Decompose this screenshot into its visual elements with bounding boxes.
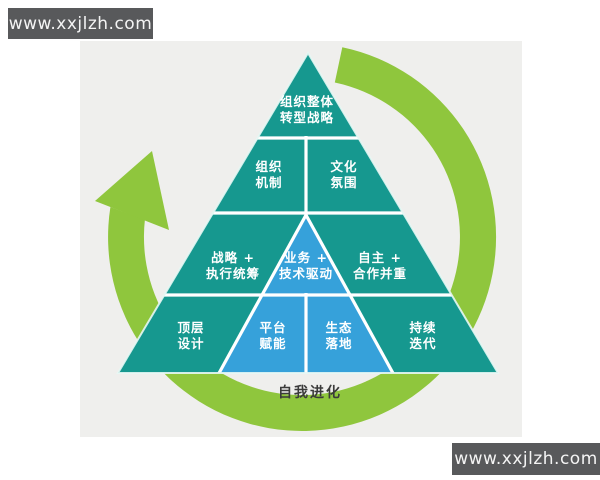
watermark-top-left: www.xxjlzh.com [8,8,153,39]
tier4-cell2-line2: 赋能 [259,336,287,351]
cycle-caption: 自我进化 [278,385,342,401]
tier3-right-line1: 自主 + [358,250,402,265]
tier2-left-line2: 机制 [255,175,283,190]
tier3-left-label: 战略 + 执行统筹 [206,250,260,282]
tier3-right-label: 自主 + 合作并重 [353,250,407,282]
tier1-label-line2: 转型战略 [279,110,335,125]
cycle-arrow-head-icon [95,151,169,230]
divider-blue-right-edge [304,214,396,373]
tier4-cell3-line1: 生态 [325,320,353,335]
tier2-right-label: 文化 氛围 [330,159,357,191]
tier1-label: 组织整体 转型战略 [280,94,334,126]
tier4-cell4-line1: 持续 [409,320,437,335]
tier2-right-line2: 氛围 [330,175,358,190]
tier3-left-line1: 战略 + [211,250,255,265]
tier4-cell2-label: 平台 赋能 [259,320,286,352]
tier3-center-line2: 技术驱动 [278,266,334,281]
tier2-left-label: 组织 机制 [255,159,282,191]
divider-blue-left-edge [216,214,308,373]
tier4-cell1-line2: 设计 [177,336,205,351]
pyramid-outline [116,51,500,374]
tier4-cell2-line1: 平台 [259,320,287,335]
tier4-cell4-label: 持续 迭代 [409,320,436,352]
tier4-cell3-line2: 落地 [325,336,353,351]
tier4-cell3-label: 生态 落地 [325,320,352,352]
tier3-center-line1: 业务 + [284,250,328,265]
watermark-bottom-right: www.xxjlzh.com [452,443,600,475]
tier4-cell1-label: 顶层 设计 [177,320,204,352]
tier2-right-line1: 文化 [330,159,358,174]
tier3-right-line2: 合作并重 [352,266,408,281]
tier4-cell4-line2: 迭代 [409,336,437,351]
tier3-center-label: 业务 + 技术驱动 [279,250,333,282]
tier3-left-line2: 执行统筹 [205,266,261,281]
tier2-left-line1: 组织 [255,159,283,174]
tier1-label-line1: 组织整体 [279,94,335,109]
tier4-cell1-line1: 顶层 [177,320,205,335]
